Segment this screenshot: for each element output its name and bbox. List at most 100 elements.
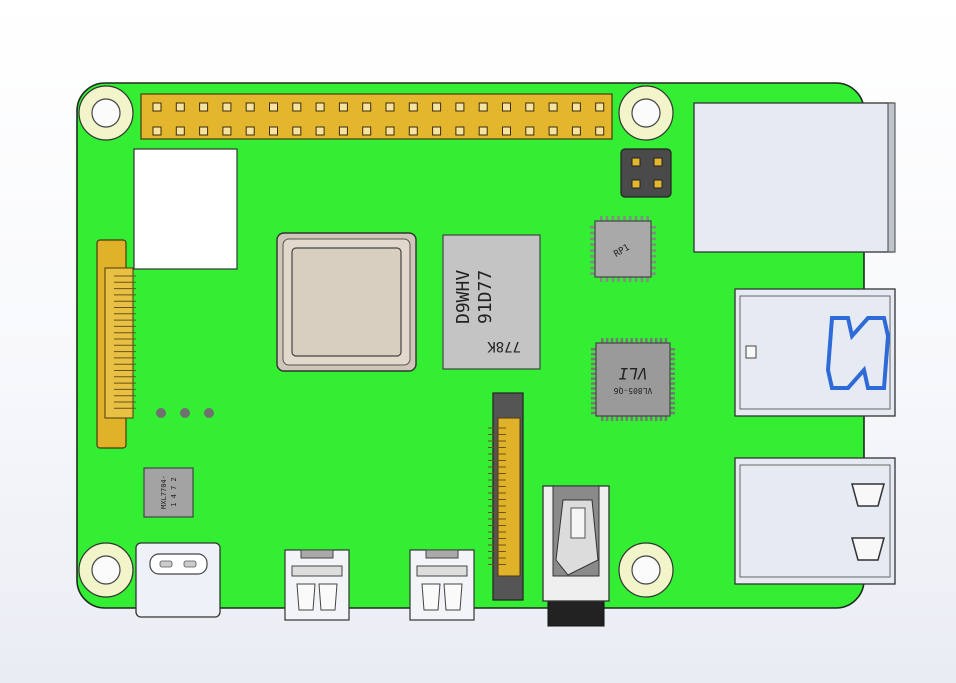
gpio-pin <box>292 102 302 112</box>
display-connector-left <box>96 239 136 449</box>
chip-pin <box>591 348 596 351</box>
poe-pin <box>653 179 663 189</box>
chip-pin <box>650 338 653 343</box>
ethernet-port <box>693 102 896 253</box>
chip-pin <box>590 255 595 258</box>
chip-pin <box>629 216 632 221</box>
gpio-pin <box>199 126 209 136</box>
chip-pin <box>646 216 649 221</box>
chip-pin <box>654 338 658 343</box>
chip-pin <box>591 372 596 375</box>
mounting-hole-bottom-right <box>618 542 674 598</box>
gpio-pin <box>502 126 511 136</box>
chip-pin <box>590 231 595 235</box>
chip-pin <box>640 216 644 221</box>
poe-pin <box>631 157 641 167</box>
chip-pin <box>645 338 648 343</box>
gpio-pin <box>595 102 605 112</box>
chip-pin <box>635 416 638 421</box>
chip-pin <box>620 416 624 421</box>
chip-pin <box>651 243 656 246</box>
chip-pin <box>591 406 596 410</box>
usb-controller-chip: VL805-Q6 VLI <box>591 338 675 421</box>
gpio-pin <box>315 102 325 112</box>
gpio-pin <box>222 126 232 136</box>
chip-pin <box>670 397 675 400</box>
poe-pin <box>653 157 663 167</box>
small-qfn-chip: RP1 <box>590 216 656 282</box>
gpio-pin <box>362 102 372 112</box>
chip-pin <box>615 416 619 421</box>
chip-pin <box>600 216 603 221</box>
chip-pin <box>670 362 675 366</box>
gpio-pin <box>362 126 372 136</box>
chip-pin <box>664 416 668 421</box>
ram-marking-line2: 91D77 <box>475 270 496 324</box>
chip-pin <box>591 367 596 371</box>
chip-pin <box>635 338 638 343</box>
gpio-pin <box>548 102 558 112</box>
gpio-pin <box>292 126 302 136</box>
chip-pin <box>591 362 596 366</box>
audio-jack <box>542 485 610 627</box>
chip-pin <box>591 392 596 395</box>
gpio-pin <box>408 126 418 136</box>
mounting-hole-bottom-left <box>78 542 134 598</box>
gpio-pin <box>269 126 278 136</box>
chip-pin <box>650 416 653 421</box>
mounting-hole-top-right <box>618 85 674 141</box>
chip-pin <box>654 416 658 421</box>
chip-pin <box>611 216 615 221</box>
poe-pin <box>631 179 641 189</box>
gpio-pin <box>338 126 348 136</box>
gpio-pin <box>502 102 511 112</box>
ram-marking-line3: D9WHV <box>453 270 474 324</box>
gpio-pin <box>315 126 325 136</box>
chip-pin <box>640 416 643 421</box>
ram-marking-line1: 778K <box>487 338 521 354</box>
chip-pin <box>591 411 596 415</box>
gpio-pin <box>525 126 535 136</box>
chip-pin <box>640 338 643 343</box>
chip-pin <box>651 255 656 258</box>
chip-pin <box>651 226 656 229</box>
chip-pin <box>590 272 595 275</box>
gpio-pin <box>385 102 395 112</box>
usb2-port <box>734 457 896 585</box>
chip-pin <box>664 338 668 343</box>
status-led-dots <box>156 408 214 418</box>
gpio-pin <box>432 126 442 136</box>
usb3-port <box>734 288 896 417</box>
chip-pin <box>591 377 596 380</box>
chip-pin <box>610 416 614 421</box>
chip-pin <box>651 260 656 264</box>
chip-pin <box>659 338 663 343</box>
chip-pin <box>651 266 656 270</box>
chip-pin <box>610 338 614 343</box>
chip-pin <box>605 416 609 421</box>
chip-pin <box>605 338 609 343</box>
chip-pin <box>651 231 656 235</box>
chip-pin <box>670 372 675 375</box>
gpio-pin <box>152 102 162 112</box>
camera-connector-center <box>488 392 524 601</box>
pmic-chip: MXL7704- 1 4 7 2 <box>143 467 194 518</box>
gpio-pin <box>548 126 558 136</box>
chip-pin <box>651 237 656 241</box>
chip-pin <box>629 277 632 282</box>
chip-pin <box>630 416 633 421</box>
chip-pin <box>634 216 638 221</box>
chip-pin <box>651 272 656 275</box>
chip-pin <box>670 382 675 385</box>
wireless-module-shield <box>133 148 238 270</box>
chip-pin <box>640 277 644 282</box>
gpio-pin <box>525 102 535 112</box>
chip-pin <box>623 216 626 221</box>
chip-pin <box>611 277 615 282</box>
chip-pin <box>617 277 620 282</box>
chip-pin <box>591 382 596 385</box>
micro-hdmi-port-0 <box>284 549 350 621</box>
chip-pin <box>670 357 675 361</box>
ram-chip: 778K 91D77 D9WHV <box>442 234 541 370</box>
